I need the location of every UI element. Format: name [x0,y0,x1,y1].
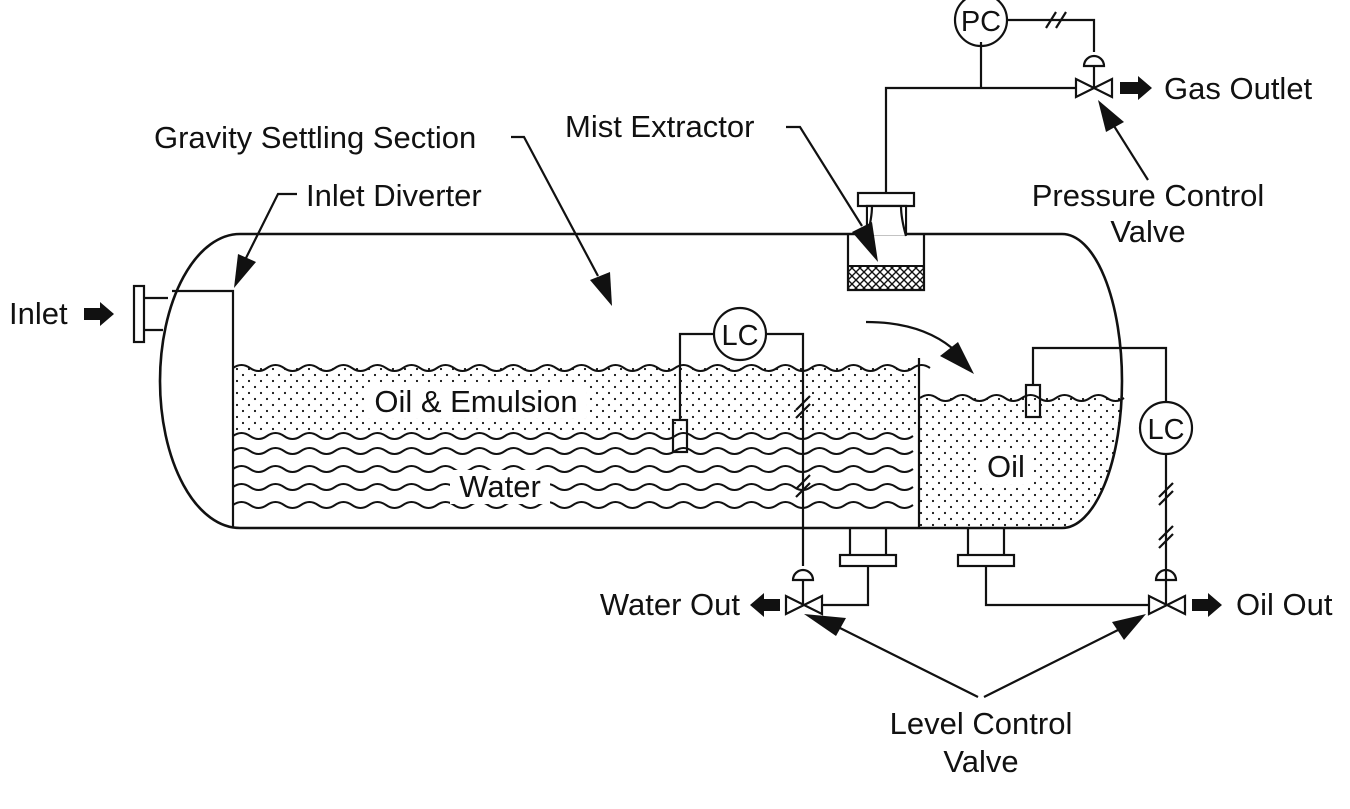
water-label: Water [459,469,541,504]
oil-out-arrow [1192,593,1222,617]
inlet-arrow [84,302,114,326]
gas-line [884,86,1076,193]
level-control-valve-label-line1: Level Control [890,706,1073,741]
gas-outlet-label: Gas Outlet [1164,71,1313,106]
oil-outlet-nozzle [956,528,1016,568]
oil-level-control-valve [1147,568,1187,616]
oil-lc-lines [1031,346,1168,402]
interface-level-controller-tag: LC [721,320,758,352]
oil-level-float [1024,383,1042,419]
oil-out-label: Oil Out [1236,587,1333,622]
inlet-diverter-label: Inlet Diverter [306,178,482,213]
pressure-control-valve-label-line2: Valve [1110,214,1185,249]
pressure-controller-tag: PC [961,6,1001,38]
pc-to-valve-signal [1007,18,1096,52]
pressure-control-valve [1074,54,1114,99]
interface-level-float [671,418,689,454]
callout-leaders [234,100,1149,698]
gravity-settling-section-label: Gravity Settling Section [154,120,476,155]
water-out-label: Water Out [600,587,740,622]
separator-vessel [158,232,1124,530]
mist-extractor-label: Mist Extractor [565,109,754,144]
gas-outlet-arrow [1120,76,1152,100]
oil-outlet-line [984,566,1149,607]
oil-emulsion-label: Oil & Emulsion [374,384,577,419]
inlet-label: Inlet [9,296,68,331]
water-out-arrow [750,593,780,617]
flow-over-weir-arrow [865,320,953,349]
water-outlet-line [822,566,870,607]
water-level-control-valve [784,568,824,616]
liquid-surface-waves [232,364,1125,402]
water-waves [232,432,914,509]
oil-level-controller-tag: LC [1147,414,1184,446]
mist-extractor [846,191,926,292]
water-outlet-nozzle [838,528,898,568]
oil-label: Oil [987,449,1025,484]
inlet-nozzle [132,284,168,344]
pressure-control-valve-label-line1: Pressure Control [1032,178,1265,213]
inlet-diverter-plate [172,289,235,528]
level-control-valve-label-line2: Valve [943,744,1018,779]
